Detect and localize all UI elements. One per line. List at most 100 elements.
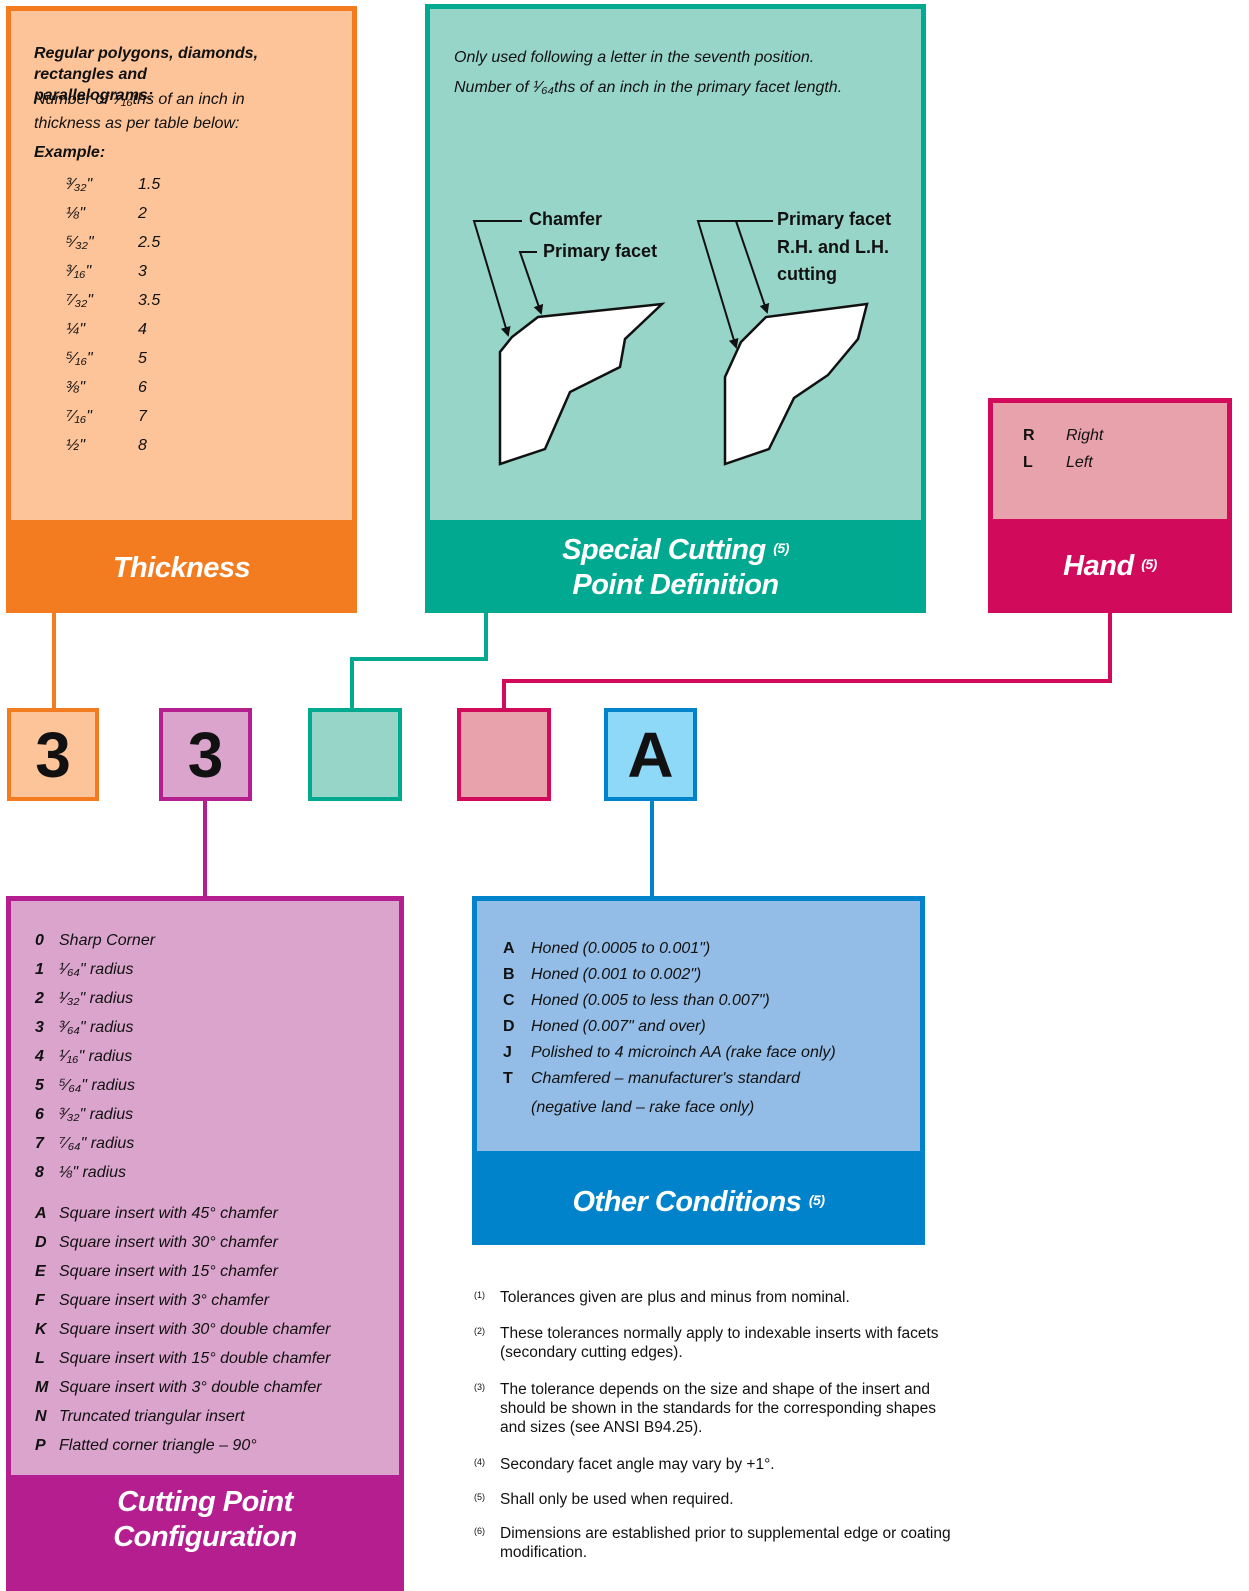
insert-shape-right [723,302,869,466]
special-line-2: Number of ¹⁄₆₄ths of an inch in the prim… [454,79,843,96]
connector-other [650,800,654,898]
cutting-code: P [35,1437,46,1454]
thickness-inch: ⅜" [66,379,86,396]
code-box-special [308,708,402,801]
thickness-example-label: Example: [34,144,106,161]
other-code: C [503,992,515,1009]
footnote-text: Tolerances given are plus and minus from… [500,1289,850,1306]
other-label: Honed (0.0005 to 0.001") [531,940,711,957]
cutting-code: 6 [35,1106,44,1123]
thickness-body: Regular polygons, diamonds, rectangles a… [11,11,352,520]
label-right-2: R.H. and L.H. [777,237,889,257]
thickness-value: 5 [138,350,147,367]
connector-thickness [52,613,56,708]
primary-facet-arrow-right [696,220,773,349]
chamfer-arrow [472,220,522,337]
cutting-point-title-2: Configuration [113,1521,297,1553]
label-chamfer: Chamfer [529,209,603,229]
hand-title: Hand (5) [1063,550,1157,582]
other-label: Honed (0.001 to 0.002") [531,966,702,983]
label-primary-facet: Primary facet [543,241,658,261]
footnote-mark: (5) [474,1492,485,1502]
cutting-label: Square insert with 45° chamfer [59,1205,278,1222]
footnote-mark: (3) [474,1382,485,1392]
connector-special-v2 [350,657,354,708]
label-right-1: Primary facet [777,209,892,229]
footnote: (5) Shall only be used when required. [474,1490,944,1509]
cutting-label: Square insert with 3° chamfer [59,1292,270,1309]
cutting-label: ⁵⁄₆₄" radius [59,1077,135,1094]
other-label: Chamfered – manufacturer's standard [531,1070,800,1087]
insert-shape-left [498,302,666,466]
cutting-code: E [35,1263,46,1280]
primary-facet-arrow [518,251,544,315]
cutting-code: 5 [35,1077,44,1094]
footnote: (3) The tolerance depends on the size and… [474,1380,944,1437]
cutting-label: ³⁄₆₄" radius [59,1019,134,1036]
thickness-inch: ⁵⁄₁₆" [66,350,93,367]
connector-hand-v2 [502,679,506,708]
thickness-inch: ½" [66,437,86,454]
cutting-label: ⅛" radius [59,1164,127,1181]
other-code: A [503,940,515,957]
cutting-code: 3 [35,1019,44,1036]
rh-lh-arrow [735,220,770,314]
cutting-label: Square insert with 30° chamfer [59,1234,278,1251]
thickness-inch: ³⁄₃₂" [66,176,93,193]
cutting-label: Square insert with 15° double chamfer [59,1350,331,1367]
footnote-mark: (6) [474,1526,485,1536]
other-conditions-panel: A Honed (0.0005 to 0.001") B Honed (0.001 t… [472,896,925,1245]
special-title-1: Special Cutting (5) [562,534,789,566]
other-code: B [503,966,515,983]
other-label: Honed (0.007" and over) [531,1018,706,1035]
thickness-value: 7 [138,408,147,425]
cutting-code: K [35,1321,47,1338]
connector-special-h [350,657,488,661]
code-box-hand [457,708,551,801]
cutting-code: A [35,1205,47,1222]
code-box-cutting-point: 3 [159,708,252,801]
cutting-label: Truncated triangular insert [59,1408,245,1425]
connector-cutting [203,800,207,898]
thickness-inch: ³⁄₁₆" [66,263,92,280]
footnote-text: Shall only be used when required. [500,1491,734,1508]
cutting-label: Square insert with 30° double chamfer [59,1321,331,1338]
cutting-point-title-1: Cutting Point [117,1486,293,1518]
footnote-text: The tolerance depends on the size and sh… [500,1381,937,1436]
hand-code: R [1023,427,1035,444]
hand-label: Left [1066,454,1093,471]
cutting-code: 4 [35,1048,44,1065]
cutting-label: ¹⁄₁₆" radius [59,1048,133,1065]
footnote: (6)Dimensions are established prior to s… [474,1524,1034,1562]
thickness-value: 1.5 [138,176,161,193]
label-right-3: cutting [777,264,837,284]
other-label: Honed (0.005 to less than 0.007") [531,992,770,1009]
footnote-mark: (1) [474,1290,485,1300]
footnote-mark: (2) [474,1326,485,1336]
cutting-code: N [35,1408,47,1425]
cutting-code: 2 [35,990,44,1007]
cutting-code: L [35,1350,45,1367]
thickness-value: 3.5 [138,292,161,309]
cutting-code: 8 [35,1164,44,1181]
hand-label: Right [1066,427,1104,444]
cutting-label: ¹⁄₆₄" radius [59,961,134,978]
thickness-value: 6 [138,379,147,396]
cutting-label: Flatted corner triangle – 90° [59,1437,257,1454]
hand-code: L [1023,454,1033,471]
special-cutting-panel: Only used following a letter in the seve… [425,4,926,613]
other-code: J [503,1044,512,1061]
thickness-inch: ⁷⁄₃₂" [66,292,93,309]
special-line-1: Only used following a letter in the seve… [454,49,815,66]
thickness-description: Number of ¹⁄₁₆ths of an inch in thicknes… [34,91,245,132]
special-cutting-body: Only used following a letter in the seve… [430,9,921,520]
thickness-value: 4 [138,321,147,338]
footnote: (1) Tolerances given are plus and minus f… [474,1288,944,1307]
code-box-other: A [604,708,697,801]
thickness-inch: ¼" [66,321,86,338]
cutting-code: 7 [35,1135,44,1152]
thickness-inch: ⁷⁄₁₆" [66,408,92,425]
